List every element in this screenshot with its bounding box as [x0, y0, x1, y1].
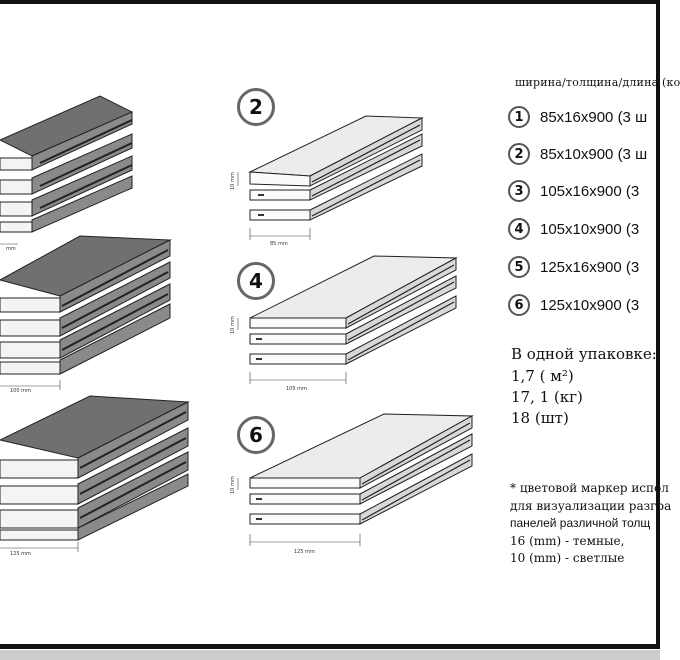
legend-dimensions: 85x16x900 (3 ш [540, 108, 648, 126]
legend-item-4: 4 105x10x900 (3 [508, 218, 639, 240]
frame-right-border [656, 0, 660, 648]
panel-2-number-badge: 2 [237, 88, 275, 126]
legend-dimensions: 85x10x900 (3 ш [540, 145, 648, 163]
stack-3-width-label: 100 mm [10, 388, 31, 394]
stack-3-dark: 100 mm [0, 235, 172, 394]
legend-number-badge: 6 [508, 294, 530, 316]
legend-number-badge: 5 [508, 256, 530, 278]
package-area: 1,7 ( м²) [511, 367, 574, 385]
stack-5-dark: 125 mm [0, 395, 190, 557]
legend-item-5: 5 125x16x900 (3 [508, 256, 639, 278]
legend-item-2: 2 85x10x900 (3 ш [508, 143, 647, 165]
legend-item-1: 1 85x16x900 (3 ш [508, 106, 647, 128]
panel-stacks-drawing: mm 100 mm 125 mm [0, 95, 474, 557]
panel-6-width-label: 125 mm [294, 549, 315, 555]
panel-4-width-label: 105 mm [286, 386, 307, 392]
legend-dimensions: 125x10x900 (3 [540, 296, 640, 314]
frame-bottom-border [0, 644, 660, 649]
legend-header: ширина/толщина/длина (ко [515, 76, 680, 89]
note-line-5: 10 (mm) - светлые [510, 551, 625, 565]
panel-6-thickness-label: 10 mm [230, 476, 236, 494]
frame-bottom-strip [0, 650, 660, 660]
stack-1-width-label: mm [6, 246, 16, 252]
legend-item-3: 3 105x16x900 (3 [508, 180, 639, 202]
panel-4-thickness-label: 10 mm [230, 316, 236, 334]
stack-5-width-label: 125 mm [10, 551, 31, 557]
legend-dimensions: 105x10x900 (3 [540, 220, 640, 238]
panel-2-width-label: 85 mm [270, 241, 288, 247]
stack-2-light: 10 mm 85 mm [230, 115, 424, 247]
stack-6-light: 10 mm 125 mm [230, 413, 474, 555]
note-line-1: * цветовой маркер испол [510, 481, 669, 495]
note-line-4: 16 (mm) - темные, [510, 534, 625, 548]
legend-dimensions: 105x16x900 (3 [540, 182, 640, 200]
legend-dimensions: 125x16x900 (3 [540, 258, 640, 276]
package-title: В одной упаковке: [511, 345, 657, 363]
frame-top-border [0, 0, 660, 4]
legend-number-badge: 4 [508, 218, 530, 240]
legend-number-badge: 3 [508, 180, 530, 202]
panel-4-number-badge: 4 [237, 262, 275, 300]
legend-number-badge: 2 [508, 143, 530, 165]
legend-number-badge: 1 [508, 106, 530, 128]
panel-2-thickness-label: 10 mm [230, 172, 236, 190]
note-line-2: для визуализации разгра [510, 499, 672, 513]
panel-6-number-badge: 6 [237, 416, 275, 454]
note-line-3: панелей различной толщ [510, 516, 651, 530]
legend-item-6: 6 125x10x900 (3 [508, 294, 639, 316]
package-count: 18 (шт) [511, 409, 569, 427]
package-weight: 17, 1 (кг) [511, 388, 583, 406]
stack-1-dark: mm [0, 95, 134, 252]
stack-4-light: 10 mm 105 mm [230, 255, 458, 392]
